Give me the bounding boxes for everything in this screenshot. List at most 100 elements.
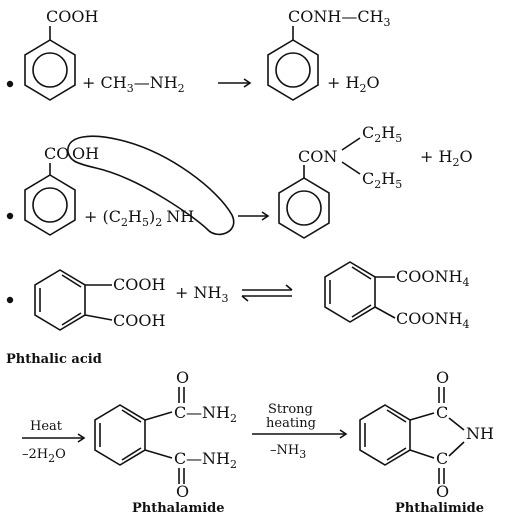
sub-nh3: 3 [299, 448, 306, 461]
water-1: + H2O [327, 73, 380, 95]
coonh4-top: COONH4 [396, 267, 469, 289]
sub-2w2: 2 [452, 156, 459, 169]
cooh-bottom: COOH [113, 311, 165, 330]
nh-top: —NH [186, 403, 230, 422]
sub-4t: 4 [462, 276, 469, 289]
h-e2: H [381, 169, 395, 188]
minus-2h: –2H [22, 447, 48, 462]
conh-ch: CONH—CH [288, 7, 384, 26]
benzene-ring-4 [278, 177, 330, 239]
strong-label: Strong [268, 402, 313, 417]
bullet-2 [6, 212, 14, 220]
c-e2: C [362, 169, 374, 188]
o-w2: O [459, 147, 472, 166]
methylamine-text: + CH3—NH2 [82, 73, 185, 95]
benzene-ring-3 [24, 174, 76, 236]
plus-h2: + H [420, 147, 452, 166]
sub-e1a: 2 [374, 132, 381, 145]
plus-h: + H [327, 73, 359, 92]
sub-e2b: 5 [395, 178, 402, 191]
co-label: CO [44, 144, 69, 163]
water-2: + H2O [420, 147, 473, 169]
bond-cooh-bottom [84, 314, 113, 321]
imide-c-bottom: C [436, 449, 448, 468]
coonh-b: COONH [396, 309, 462, 328]
sub-e1b: 5 [395, 132, 402, 145]
plus-ch: + CH [82, 73, 127, 92]
heat-condition: –2H2O [22, 447, 66, 465]
o-h: O [55, 447, 66, 462]
oh-label: OH [72, 144, 99, 163]
bond-amide-bottom [144, 449, 173, 459]
ethyl-1: C2H5 [362, 123, 402, 145]
benzene-ring-1 [24, 39, 76, 101]
bond-imide-top [409, 412, 435, 421]
bullet-3 [6, 296, 14, 304]
coonh4-bottom: COONH4 [396, 309, 469, 331]
minus-ammonia: –NH3 [270, 443, 306, 461]
equilibrium-arrow [241, 284, 293, 302]
water-loss-loop [67, 135, 235, 236]
phthalamide-ring [94, 404, 146, 466]
cooh-top: COOH [113, 275, 165, 294]
sub-4b: 4 [462, 318, 469, 331]
sub-nh-top: 2 [230, 412, 237, 425]
bond-imide-bottom [409, 449, 435, 459]
bond-c-nh-top [448, 417, 465, 431]
bond-amide-top [144, 411, 173, 421]
imide-nh: NH [466, 424, 494, 443]
sub-3: 3 [127, 82, 134, 95]
bond-c-nh-bottom [448, 441, 465, 457]
c-e1: C [362, 123, 374, 142]
ethyl-2: C2H5 [362, 169, 402, 191]
sub-2: 2 [178, 82, 185, 95]
c-bottom: C [174, 449, 186, 468]
phthalimide-caption: Phthalimide [395, 501, 484, 516]
sub-3b: 3 [384, 16, 391, 29]
bond-coonh-bottom [374, 306, 396, 319]
nh2-top: —NH2 [186, 403, 237, 425]
sub-2h: 2 [48, 452, 55, 465]
methylamide-label: CONH—CH3 [288, 7, 391, 29]
benzene-ring-2 [267, 39, 319, 101]
close-paren: ) [149, 207, 155, 226]
phthalic-acid-caption: Phthalic acid [6, 352, 102, 367]
sub-2a: 2 [121, 216, 128, 229]
heating-label: heating [266, 416, 316, 431]
strong-heating-arrow [252, 429, 348, 439]
n-atom: N [166, 207, 180, 226]
arrow-2 [238, 211, 270, 221]
o-bottom: O [176, 482, 189, 501]
o-w: O [366, 73, 379, 92]
o-top: O [176, 368, 189, 387]
phthalamide-caption: Phthalamide [132, 501, 225, 516]
con-label: CON [298, 147, 337, 166]
coonh-t: COONH [396, 267, 462, 286]
h-a: H [128, 207, 142, 226]
bond-ethyl-2 [341, 161, 361, 175]
sub-5a: 5 [142, 216, 149, 229]
imide-c-top: C [436, 403, 448, 422]
c-top: C [174, 403, 186, 422]
minus-nh: –NH [270, 443, 299, 458]
ammonium-phthalate-ring [324, 261, 376, 323]
heat-label: Heat [30, 419, 63, 434]
sub-e2a: 2 [374, 178, 381, 191]
ammonia-text: + NH3 [175, 283, 228, 305]
cooh-label-1: COOH [46, 7, 98, 26]
sub-2b: 2 [155, 216, 162, 229]
sub-nh-bottom: 2 [230, 458, 237, 471]
plus-nh: + NH [175, 283, 221, 302]
phthalic-acid-ring [34, 269, 86, 331]
nh2-bottom: —NH2 [186, 449, 237, 471]
imide-o-bottom: O [436, 482, 449, 501]
nh-bottom: —NH [186, 449, 230, 468]
sub-3n: 3 [221, 292, 228, 305]
h-circled: H [180, 207, 194, 226]
sub-2w: 2 [359, 82, 366, 95]
arrow-1 [218, 78, 252, 88]
plus-c: + (C [84, 207, 121, 226]
